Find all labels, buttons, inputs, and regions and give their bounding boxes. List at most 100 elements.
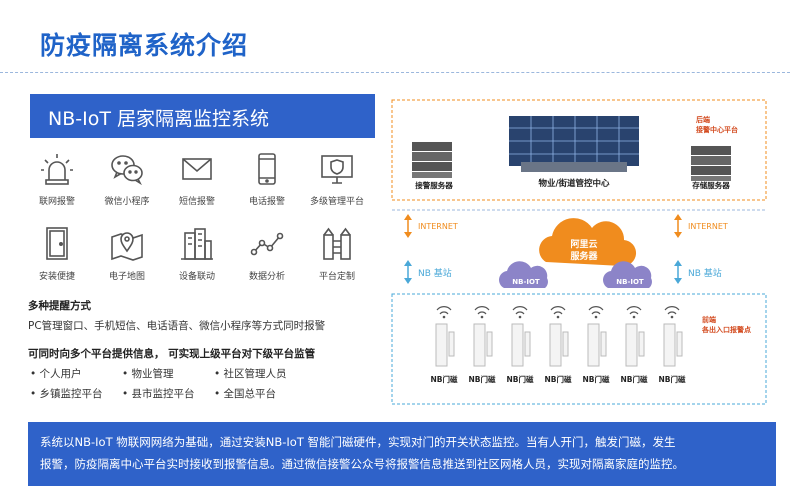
door-sensor: NB门磁	[431, 306, 458, 384]
list-item: 社区管理人员	[214, 366, 306, 381]
feature-label: 多级管理平台	[309, 197, 364, 207]
control-center-label: 物业/街道管控中心	[538, 178, 610, 189]
frontend-label: 前端	[702, 315, 716, 324]
door-sensor-label: NB门磁	[583, 374, 610, 384]
title-divider	[0, 72, 790, 73]
sensor-body	[511, 323, 524, 367]
storage-server-label: 存储服务器	[691, 180, 730, 190]
feature-platform-custom: 平台定制	[302, 225, 372, 282]
nb-station-arrow-left	[404, 260, 412, 284]
cloud-server-icon	[539, 218, 637, 267]
backend-platform-label: 接警中心平台	[696, 125, 738, 134]
alarm-siren-icon	[41, 154, 73, 185]
server-stack-icon	[691, 146, 731, 181]
feature-label: 数据分析	[248, 272, 285, 282]
door-sensor-label: NB门磁	[621, 374, 648, 384]
feature-network-alarm: 联网报警	[22, 150, 92, 207]
sensor-body	[549, 323, 562, 367]
wifi-signal-icon	[664, 306, 680, 315]
list-item: 个人用户	[30, 366, 122, 381]
sensor-magnet	[448, 331, 455, 357]
sensor-body	[473, 323, 486, 367]
envelope-icon	[182, 158, 212, 180]
nb-station-label-right: NB 基站	[688, 267, 722, 279]
wifi-signal-icon	[588, 306, 604, 315]
receive-server-label: 接警服务器	[415, 180, 453, 190]
architecture-diagram: 接警服务器 物业/街道管控中心 存储服务器 后端 接警中心平台 INTERNET…	[391, 99, 767, 405]
feature-wechat-app: 微信小程序	[92, 150, 162, 207]
internet-arrow-right	[674, 214, 682, 238]
door-sensor: NB门磁	[469, 306, 496, 384]
feature-sms-alarm: 短信报警	[162, 150, 232, 207]
cloud-server-label: 服务器	[570, 250, 598, 262]
door-sensor: NB门磁	[545, 306, 572, 384]
feature-label: 电子地图	[108, 272, 145, 282]
platform-custom-icon	[323, 227, 351, 260]
sensor-magnet	[638, 331, 645, 357]
nb-iot-label-left: NB-IOT	[512, 278, 540, 286]
internet-label-left: INTERNET	[418, 222, 458, 231]
wifi-signal-icon	[626, 306, 642, 315]
feature-phone-alarm: 电话报警	[232, 150, 302, 207]
video-wall-icon	[509, 116, 639, 172]
server-stack-icon	[412, 142, 452, 178]
system-banner: NB-IoT 居家隔离监控系统	[30, 94, 375, 138]
feature-label: 微信小程序	[104, 197, 150, 207]
sensor-body	[587, 323, 600, 367]
monitor-shield-icon	[321, 155, 353, 184]
list-item: 物业管理	[122, 366, 214, 381]
door-icon	[46, 227, 68, 260]
nb-iot-label-right: NB-IOT	[616, 278, 644, 286]
door-sensor: NB门磁	[659, 306, 686, 384]
map-pin-icon	[111, 232, 143, 261]
door-sensor-label: NB门磁	[507, 374, 534, 384]
wechat-icon	[111, 155, 143, 186]
multi-platform-heading: 可同时向多个平台提供信息， 可实现上级平台对下级平台监管	[28, 348, 316, 360]
sensor-body	[435, 323, 448, 367]
feature-label: 联网报警	[38, 197, 75, 207]
door-sensor-label: NB门磁	[545, 374, 572, 384]
list-item: 乡镇监控平台	[30, 386, 122, 401]
sensor-magnet	[562, 331, 569, 357]
cloud-label: 阿里云	[570, 239, 597, 250]
alert-methods-heading: 多种提醒方式	[28, 300, 91, 312]
footer-line: 系统以NB-IoT 物联网网络为基础，通过安装NB-IoT 智能门磁硬件，实现对…	[40, 435, 676, 449]
feature-device-linkage: 设备联动	[162, 225, 232, 282]
backend-label: 后端	[696, 115, 710, 124]
phone-icon	[258, 153, 276, 185]
door-sensor: NB门磁	[507, 306, 534, 384]
nb-iot-cloud-right	[603, 261, 652, 288]
sensor-magnet	[486, 331, 493, 357]
sensor-body	[625, 323, 638, 367]
feature-label: 安装便捷	[38, 272, 75, 282]
door-sensor-group: NB门磁 NB门磁 NB门磁 NB门磁 NB门磁 NB门磁 NB门磁	[431, 306, 686, 384]
sensor-body	[663, 323, 676, 367]
platform-list: 个人用户 物业管理 社区管理人员 乡镇监控平台 县市监控平台 全国总平台	[30, 366, 306, 401]
wifi-signal-icon	[512, 306, 528, 315]
sensor-magnet	[676, 331, 683, 357]
wifi-signal-icon	[436, 306, 452, 315]
data-nodes-icon	[250, 232, 284, 256]
door-sensor: NB门磁	[621, 306, 648, 384]
feature-label: 短信报警	[178, 197, 215, 207]
feature-grid: 联网报警 微信小程序 短信报警 电话报警 多级管理平台 安装便捷	[22, 150, 372, 282]
sensor-magnet	[524, 331, 531, 357]
buildings-icon	[181, 228, 213, 260]
feature-data-analysis: 数据分析	[232, 225, 302, 282]
feature-label: 设备联动	[178, 272, 215, 282]
nb-station-label-left: NB 基站	[418, 267, 452, 279]
list-item: 全国总平台	[214, 386, 306, 401]
nb-station-arrow-right	[674, 260, 682, 284]
internet-label-right: INTERNET	[688, 222, 728, 231]
list-item: 县市监控平台	[122, 386, 214, 401]
feature-label: 平台定制	[318, 272, 355, 282]
feature-e-map: 电子地图	[92, 225, 162, 282]
backend-zone	[391, 99, 767, 201]
door-sensor-label: NB门磁	[431, 374, 458, 384]
page-title: 防疫隔离系统介绍	[40, 31, 249, 60]
footer-description: 系统以NB-IoT 物联网网络为基础，通过安装NB-IoT 智能门磁硬件，实现对…	[28, 422, 776, 486]
door-sensor: NB门磁	[583, 306, 610, 384]
nb-iot-cloud-left	[499, 261, 548, 288]
door-sensor-label: NB门磁	[659, 374, 686, 384]
platform-list-row: 乡镇监控平台 县市监控平台 全国总平台	[30, 386, 306, 401]
